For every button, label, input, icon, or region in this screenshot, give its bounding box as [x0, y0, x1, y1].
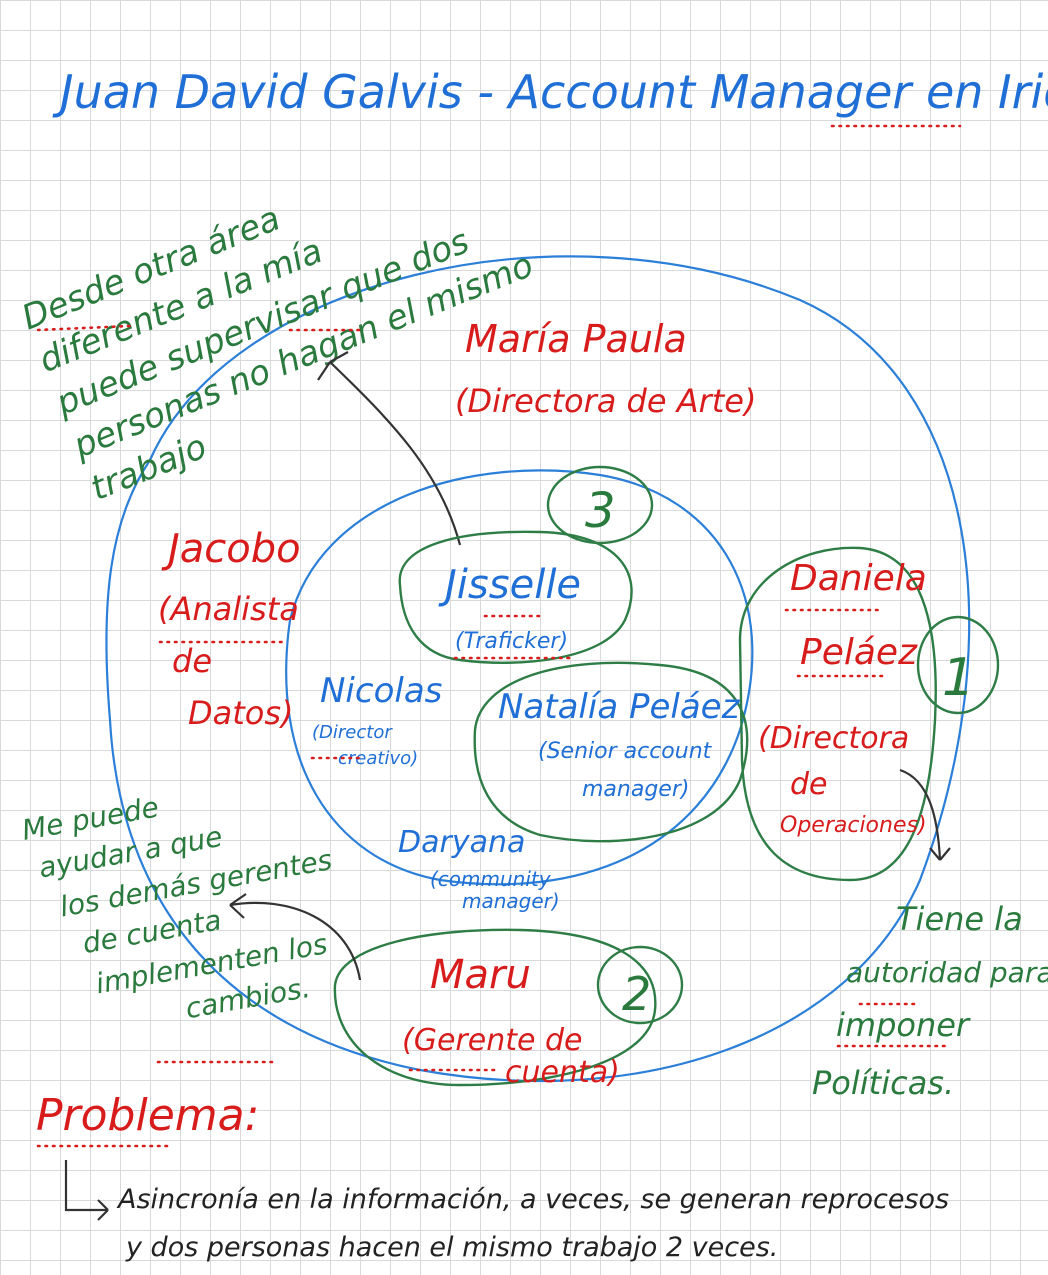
- nicolas-name: Nicolas: [320, 671, 442, 711]
- badge-3-circle: [546, 465, 654, 545]
- jisselle-name: Jisselle: [438, 562, 581, 608]
- maru-role: (Gerente de cuenta): [402, 1023, 620, 1090]
- natalia-circle: [473, 661, 749, 843]
- title-company: Iridion: [998, 65, 1048, 119]
- daniela-name: Daniela Peláez: [790, 558, 938, 673]
- jisselle-role: (Traficker): [455, 629, 568, 654]
- svg-text:Desde otra área diferent: Desde otra área diferente a la mía puede…: [15, 113, 566, 509]
- arrow-jisselle-to-note: [317, 351, 462, 546]
- daryana-role: (community manager): [430, 867, 560, 913]
- note-left-help: Me puede ayudar a que los demás gerentes…: [19, 761, 364, 1048]
- nicolas-role: (Director creativo): [312, 722, 418, 769]
- note-top-supervision: Desde otra área diferente a la mía puede…: [15, 113, 566, 509]
- badge-2-circle: [596, 945, 684, 1025]
- daniela-role: (Directora de Operaciones): [758, 721, 927, 838]
- problem-label: Problema:: [36, 1090, 259, 1141]
- jacobo-role: (Analista de Datos): [158, 590, 309, 732]
- daniela-circle: [738, 546, 937, 882]
- maria-paula-role: (Directora de Arte): [455, 382, 756, 420]
- maria-paula-name: María Paula: [465, 317, 687, 361]
- natalia-role: (Senior account manager): [538, 739, 718, 802]
- badge-1: 1: [942, 648, 975, 708]
- problem-arrow: [64, 1160, 109, 1221]
- page-title: Juan David Galvis - Account Manager en I…: [52, 65, 1048, 119]
- maru-circle: [333, 928, 657, 1087]
- jacobo-name: Jacobo: [161, 526, 301, 572]
- arrow-daniela-to-note: [899, 768, 951, 861]
- jisselle-circle: [398, 530, 633, 664]
- arrow-maru-to-note: [229, 893, 362, 981]
- problem-text: Asincronía en la información, a veces, s…: [116, 1184, 958, 1263]
- daryana-name: Daryana: [398, 825, 525, 860]
- maru-name: Maru: [430, 952, 531, 998]
- natalia-name: Natalía Peláez: [498, 687, 741, 727]
- badge-1-circle: [916, 615, 1000, 715]
- badge-3: 3: [585, 483, 616, 539]
- underline-diferente: [36, 324, 132, 332]
- outer-circle: [105, 255, 971, 1083]
- badge-2: 2: [622, 967, 651, 1021]
- inner-circle: [285, 469, 754, 886]
- note-right-authority: Tiene la autoridad para imponer Política…: [812, 900, 1048, 1102]
- svg-text:Me puede ayudar a que: Me puede ayudar a que los demás gerentes…: [19, 761, 364, 1048]
